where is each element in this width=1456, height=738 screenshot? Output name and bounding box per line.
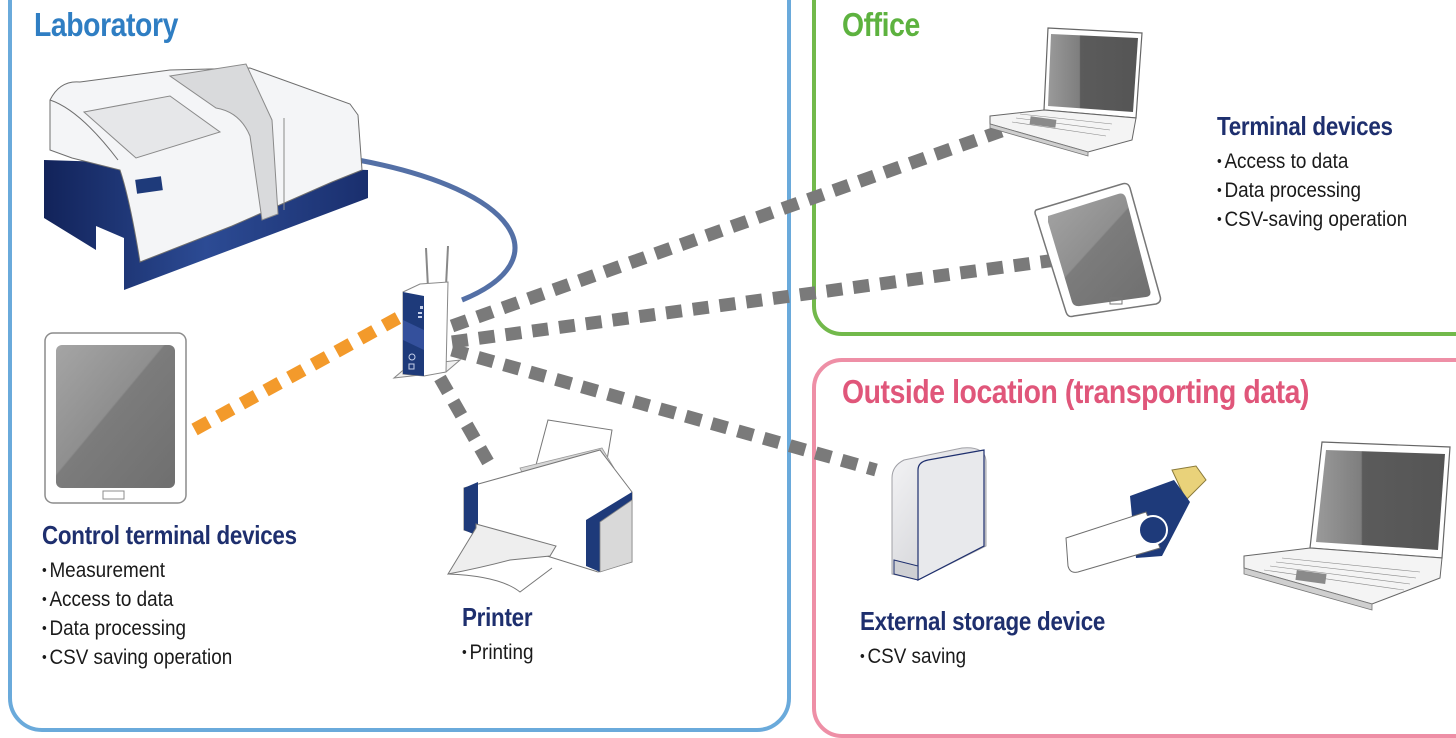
feature-item: CSV-saving operation <box>1217 205 1407 234</box>
laboratory-title: Laboratory <box>34 6 178 43</box>
control-terminal-devices-group: Control terminal devices Measurement Acc… <box>42 520 338 672</box>
feature-item: CSV saving operation <box>42 643 309 672</box>
feature-item: Printing <box>462 638 536 667</box>
outside-laptop-icon <box>1243 441 1451 611</box>
office-laptop-icon <box>989 27 1143 157</box>
feature-item: Measurement <box>42 556 309 585</box>
wired-cable <box>357 157 518 303</box>
feature-item: CSV saving <box>860 642 1117 671</box>
feature-item: Access to data <box>42 585 309 614</box>
link-to-external-hdd <box>450 343 878 477</box>
feature-list: Access to data Data processing CSV-savin… <box>1217 147 1428 234</box>
printer-icon <box>446 419 633 593</box>
group-heading: Terminal devices <box>1217 111 1393 141</box>
wireless-links <box>186 121 1057 477</box>
office-tablet-icon <box>1034 182 1162 318</box>
feature-item: Access to data <box>1217 147 1407 176</box>
feature-list: Measurement Access to data Data processi… <box>42 556 338 672</box>
terminal-devices-group: Terminal devices Access to data Data pro… <box>1217 111 1428 234</box>
link-to-office-laptop <box>449 121 1013 333</box>
feature-item: Data processing <box>1217 176 1407 205</box>
group-heading: External storage device <box>860 606 1106 636</box>
group-heading: Control terminal devices <box>42 520 297 550</box>
printer-group: Printer Printing <box>462 602 544 667</box>
group-heading: Printer <box>462 602 533 632</box>
outside-location-title: Outside location (transporting data) <box>842 373 1310 410</box>
link-to-control-tablet <box>186 312 402 438</box>
link-to-office-tablet <box>451 253 1057 349</box>
link-to-printer <box>434 374 494 466</box>
feature-item: Data processing <box>42 614 309 643</box>
router-icon <box>392 245 462 379</box>
office-title: Office <box>842 6 920 43</box>
network-diagram-art <box>44 27 1451 611</box>
external-storage-device-group: External storage device CSV saving <box>860 606 1145 671</box>
usb-drive-icon <box>1065 465 1207 573</box>
feature-list: Printing <box>462 638 544 667</box>
feature-list: CSV saving <box>860 642 1145 671</box>
office-zone <box>812 0 1456 336</box>
external-hard-drive-icon <box>891 447 987 581</box>
spectrometer-icon <box>44 63 368 290</box>
control-tablet-icon <box>44 332 187 504</box>
